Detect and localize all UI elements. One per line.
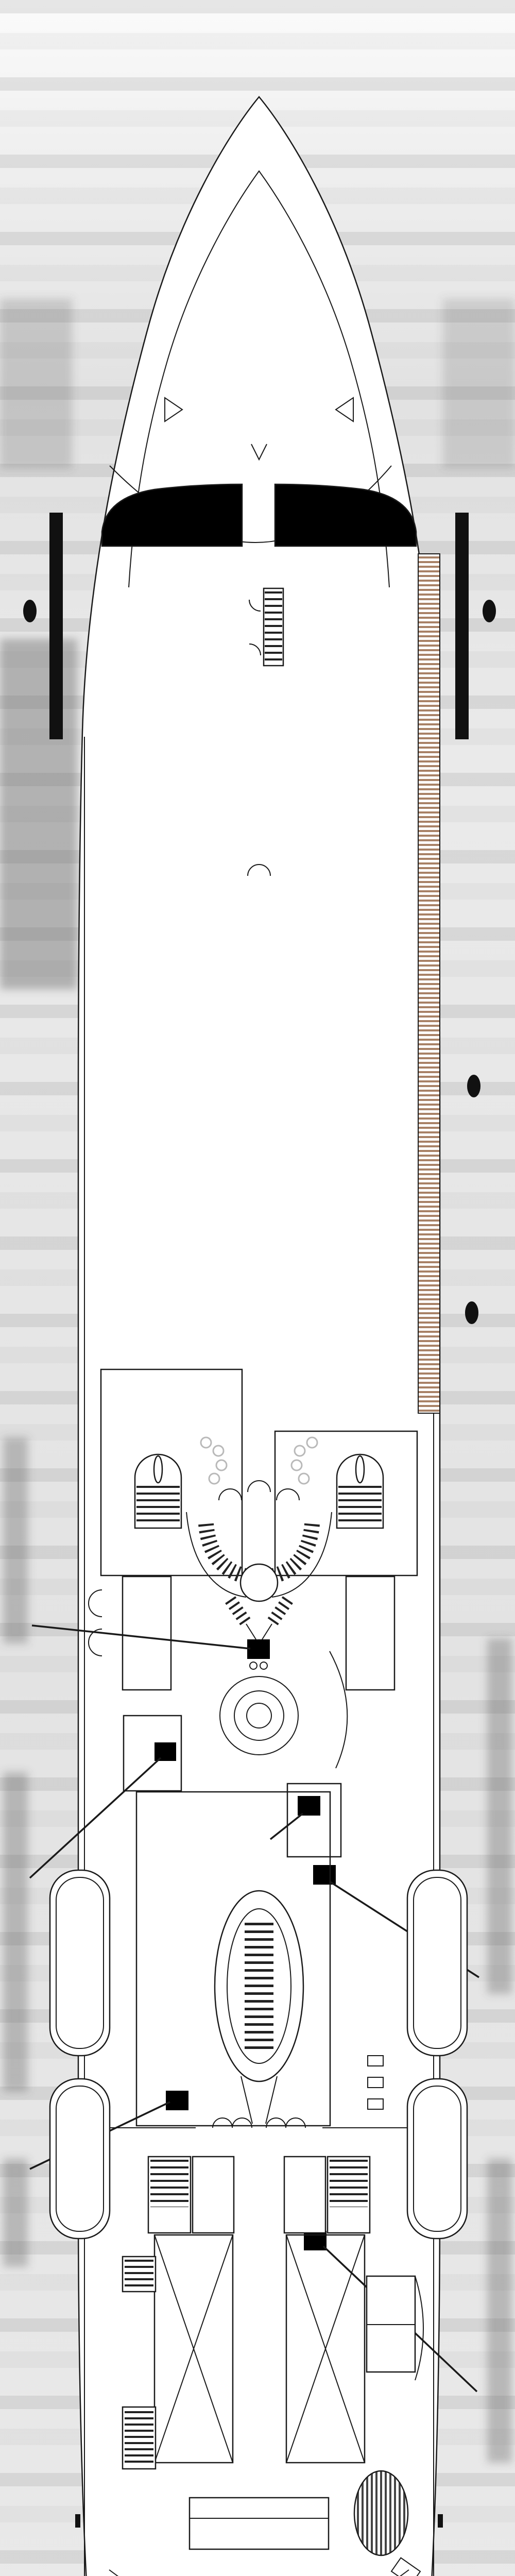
cabin-600-shape [101, 483, 243, 547]
balcony-walkway [418, 553, 440, 1414]
tender-dot-starboard-2 [467, 1075, 480, 1097]
destination-callout [29, 1757, 162, 1879]
midship-elevator-lobby [101, 2117, 417, 2234]
lifeboats [49, 1869, 468, 2240]
wc-room-port [122, 1575, 172, 1691]
forward-stair [249, 587, 284, 667]
tender-platforms [23, 513, 496, 1324]
margin-smears [0, 299, 515, 2463]
piano [353, 2470, 409, 2556]
port-alcoves [88, 1589, 102, 1656]
elevator-starboard [283, 2156, 327, 2234]
hull-outline [77, 96, 441, 2576]
stair-vestibules [100, 1368, 418, 1577]
cruise-consultant-desk [298, 1796, 320, 1816]
cruise-consultant-room [286, 1783, 342, 1858]
navigator-oval-stair [214, 1890, 304, 2124]
gm-desk [154, 1742, 176, 1761]
cruise-callout [269, 1812, 304, 1840]
desk-markers [123, 1639, 342, 2250]
atrium [186, 1480, 332, 1650]
lounge-furniture [109, 2470, 421, 2576]
bar-counter [188, 2497, 330, 2550]
atrium-rosette [219, 1651, 348, 1769]
arched-stair-starboard [336, 1453, 384, 1529]
ship-hull [77, 96, 441, 2576]
hull-inner-bow [128, 170, 390, 588]
lobby-chairs [200, 1436, 318, 1485]
hull-bollards [75, 2514, 443, 2528]
concierge-callout [31, 1624, 251, 1650]
card-room-desk [304, 2231, 327, 2250]
concierge-desk [247, 1639, 270, 1659]
coffee-tables [367, 2055, 384, 2110]
navigator-lounge-room [135, 1791, 331, 2127]
elevator-port [192, 2156, 235, 2234]
cross-corridor-door [247, 864, 271, 876]
library-desk [166, 2091, 188, 2110]
wc-room-starboard [345, 1575, 396, 1691]
tender-dot-port [23, 600, 37, 622]
tender-dot-starboard-1 [483, 600, 496, 622]
club-desk [313, 1865, 336, 1885]
cabin-601-shape [274, 483, 417, 547]
tender-dot-starboard-3 [465, 1301, 478, 1324]
stars-lounge-structures [122, 2234, 424, 2470]
arched-stair-port [134, 1453, 182, 1529]
